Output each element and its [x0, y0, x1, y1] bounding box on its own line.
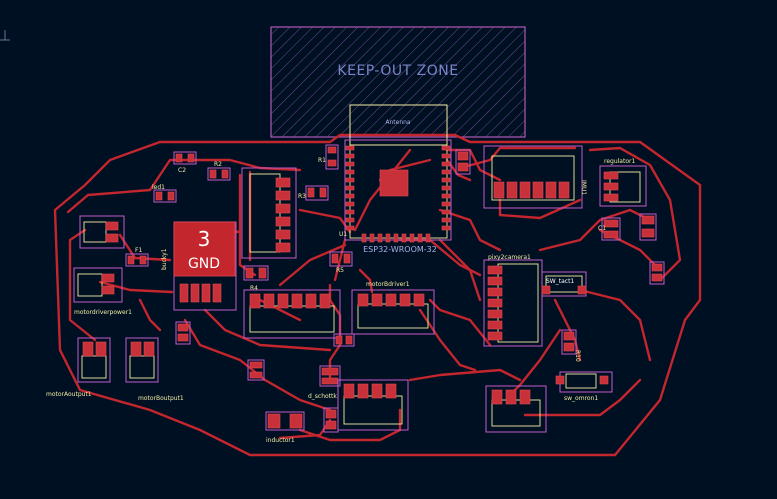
svg-text:C2: C2 [178, 167, 186, 174]
connector-motordriverpower1[interactable]: motordriverpower1 [73, 267, 132, 316]
keepout-zone[interactable]: KEEP-OUT ZONE [270, 26, 526, 138]
resistor-r4[interactable]: R4 [243, 265, 269, 292]
capacitor-right-reg[interactable] [639, 213, 657, 241]
small-part-right-esp[interactable] [455, 149, 471, 175]
svg-text:R3: R3 [298, 193, 306, 200]
copper-traces [66, 146, 682, 442]
svg-text:SW_tact1: SW_tact1 [546, 278, 574, 285]
esp32-bottom-pads [361, 233, 431, 243]
svg-text:R10: R10 [574, 350, 581, 362]
svg-text:R5: R5 [336, 267, 344, 274]
buck-converter-bucky1[interactable]: 3 GND bucky1 [161, 221, 237, 311]
connector-motorboutput1[interactable]: motorBoutput1 [125, 337, 184, 402]
svg-text:R2: R2 [214, 161, 222, 168]
svg-text:R1: R1 [318, 157, 326, 164]
svg-text:motorBdriver1: motorBdriver1 [366, 281, 410, 288]
small-part-l[interactable] [247, 359, 265, 381]
origin-marker [0, 30, 10, 41]
svg-text:C1: C1 [598, 225, 606, 232]
svg-text:pixy2camera1: pixy2camera1 [488, 254, 531, 261]
header-4pin-bottom[interactable] [337, 379, 409, 431]
capacitor-c1[interactable]: C1 [598, 217, 621, 241]
capacitor-small-left[interactable] [175, 321, 191, 345]
fuse-f1[interactable]: F1 [125, 247, 149, 267]
capacitor-far-right[interactable] [649, 261, 665, 285]
keepout-label: KEEP-OUT ZONE [337, 63, 458, 79]
svg-text:led1: led1 [152, 184, 165, 191]
camera-pixy2camera1[interactable]: pixy2camera1 [483, 254, 543, 347]
header-6pin-row[interactable] [243, 289, 341, 339]
capacitor-small-bottom[interactable] [323, 407, 339, 433]
diode-d-schottky[interactable]: d_schottk [308, 365, 341, 400]
mcu-ref: U1 [339, 231, 347, 238]
svg-text:R4: R4 [250, 285, 258, 292]
resistor-r1[interactable]: R1 [318, 144, 339, 170]
capacitor-c2[interactable]: C2 [173, 151, 197, 174]
motor-driver-motorbdriver1[interactable]: motorBdriver1 [351, 281, 435, 335]
resistor-r3[interactable]: R3 [298, 185, 329, 201]
esp32-module[interactable]: Antenna ESP32-WROOM-32 U1 [339, 104, 452, 254]
svg-text:sw_omron1: sw_omron1 [564, 395, 598, 402]
led-led1[interactable]: led1 [152, 184, 177, 203]
svg-text:inductor1: inductor1 [266, 437, 295, 444]
resistor-r10[interactable]: R10 [561, 329, 581, 362]
svg-text:bucky1: bucky1 [161, 248, 168, 270]
switch-sw-tact1[interactable]: SW_tact1 [541, 271, 587, 297]
buck-pad-net: GND [188, 256, 220, 272]
regulator-regulator1[interactable]: regulator1 [599, 158, 647, 207]
svg-text:d_schottk: d_schottk [308, 393, 337, 400]
resistor-r5[interactable]: R5 [329, 251, 353, 274]
switch-sw-omron1[interactable]: sw_omron1 [555, 371, 613, 402]
esp32-left-pads [345, 145, 355, 231]
mcu-label: ESP32-WROOM-32 [363, 245, 437, 254]
capacitor-small-center[interactable] [333, 333, 355, 347]
header-4pin-bottom-right[interactable] [485, 385, 547, 433]
imu-imu1[interactable]: IMU1 [483, 145, 587, 209]
svg-text:motorAoutput1: motorAoutput1 [46, 391, 92, 398]
board-outline [53, 133, 702, 457]
svg-text:motordriverpower1: motordriverpower1 [74, 309, 132, 316]
svg-text:IMU1: IMU1 [580, 180, 587, 195]
svg-text:motorBoutput1: motorBoutput1 [138, 395, 184, 402]
svg-text:regulator1: regulator1 [604, 158, 635, 165]
inductor-inductor1[interactable]: inductor1 [265, 411, 305, 444]
svg-text:F1: F1 [135, 247, 142, 254]
header-left-vertical[interactable] [241, 167, 297, 259]
resistor-r2[interactable]: R2 [207, 161, 231, 181]
header-2pin-left[interactable] [79, 215, 125, 249]
esp32-right-pads [441, 145, 451, 231]
connector-motoraoutput1[interactable]: motorAoutput1 [46, 337, 111, 398]
antenna-label: Antenna [385, 119, 411, 126]
buck-pad-number: 3 [198, 227, 211, 251]
